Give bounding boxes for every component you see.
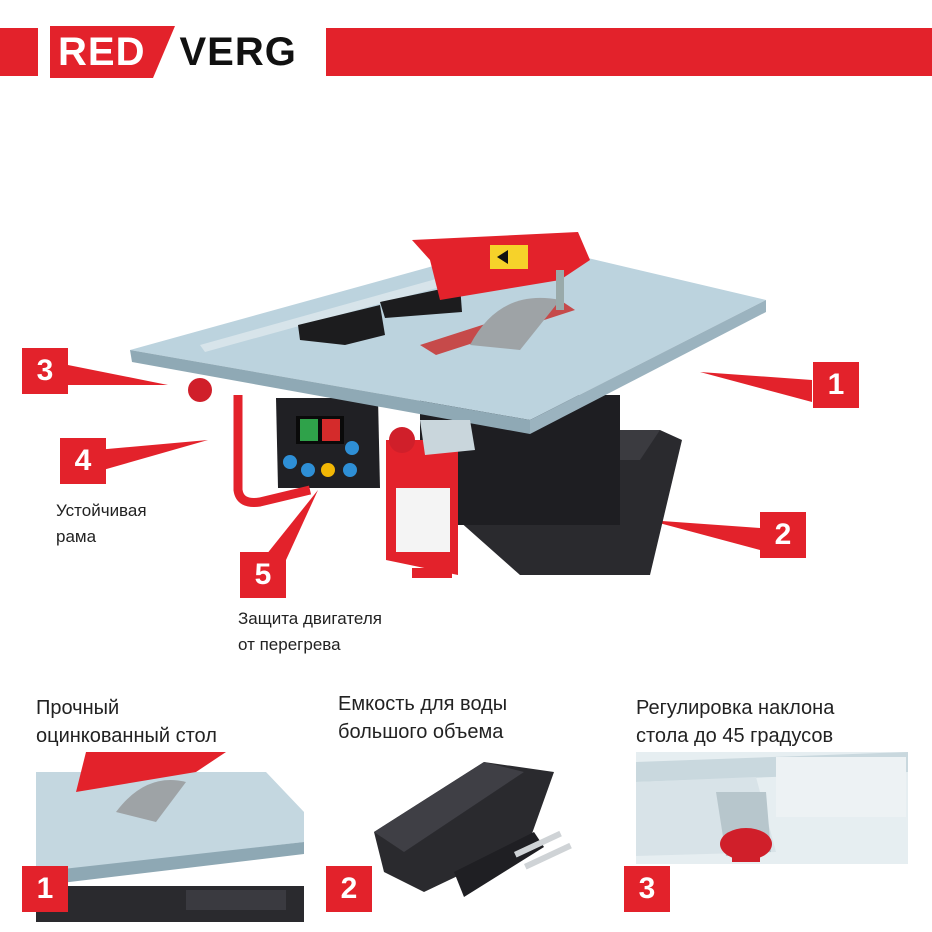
feature-3-caption: Регулировка наклона стола до 45 градусов [636, 697, 835, 747]
feature-badge-2: 2 [326, 866, 372, 912]
saw-blade [470, 297, 560, 350]
callout-badge-2: 2 [760, 512, 806, 558]
callout-badge-1: 1 [813, 362, 859, 408]
callout-badge-5: 5 [240, 552, 286, 598]
logo-verg-part: VERG [179, 30, 297, 74]
callout-4-text: Устойчивая рама [56, 501, 147, 546]
feature-1-image [36, 752, 306, 922]
logo-red-part: RED [50, 26, 154, 78]
feature-badge-1: 1 [22, 866, 68, 912]
pointer-1 [700, 372, 812, 402]
pointer-2 [648, 520, 760, 550]
callout-badge-3: 3 [22, 348, 68, 394]
pointer-5 [262, 490, 318, 560]
feature-1-caption: Прочный оцинкованный стол [36, 697, 217, 747]
table-top [130, 242, 766, 420]
header-bar-left [0, 28, 38, 76]
stop-button [322, 419, 340, 441]
header-bar-right [326, 28, 932, 76]
stand-frame [233, 395, 312, 507]
pointer-3 [68, 365, 168, 385]
pointer-4 [96, 440, 208, 472]
callout-badge-4: 4 [60, 438, 106, 484]
feature-badge-3: 3 [624, 866, 670, 912]
feature-3-image [636, 752, 908, 864]
feature-2-caption: Емкость для воды большого объема [338, 693, 508, 743]
feature-2-image [374, 762, 572, 897]
tilt-knob [188, 378, 212, 402]
angle-knob [389, 427, 415, 453]
callout-5-text: Защита двигателя от перегрева [238, 609, 382, 654]
guide-block [298, 305, 385, 345]
start-button [300, 419, 318, 441]
tile-cutter-illustration [68, 232, 812, 578]
brand-logo: RED VERG [50, 26, 297, 78]
